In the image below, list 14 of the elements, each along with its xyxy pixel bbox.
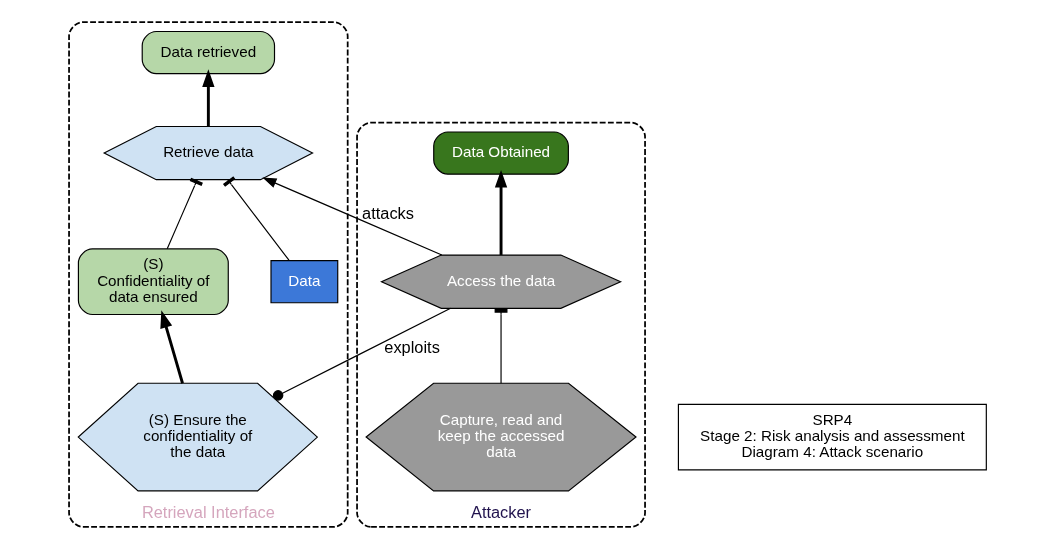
connector xyxy=(494,307,508,384)
arrow xyxy=(262,177,443,256)
node-box: SRP4 Stage 2: Risk analysis and assessment Diagram 4: Attack scenario xyxy=(677,403,987,471)
edge-label: attacks xyxy=(362,203,415,222)
node-box: Data Obtained xyxy=(433,131,569,175)
connector xyxy=(272,307,452,401)
arrow xyxy=(160,310,184,384)
arrow xyxy=(494,169,508,255)
edge-label: exploits xyxy=(384,338,440,357)
node-box: (S) Confidentiality of data ensured xyxy=(77,248,229,316)
arrow xyxy=(202,69,215,127)
connector xyxy=(166,177,203,250)
node-box: Data retrieved xyxy=(141,30,276,75)
node-box: Data xyxy=(270,260,339,304)
